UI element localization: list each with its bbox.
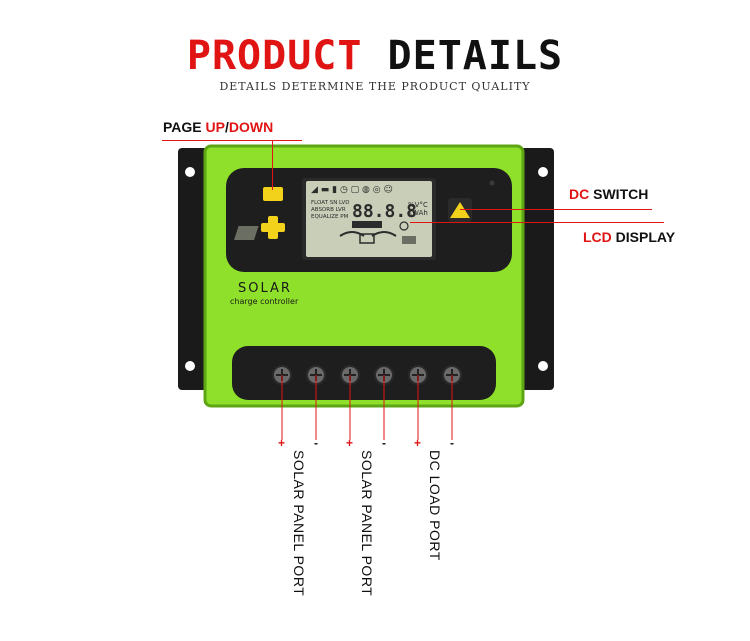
mount-tab-left [178,148,208,390]
port-label-dc-load: DC LOAD PORT [427,450,443,561]
indicator-led [489,180,495,186]
brand-logo: SOLAR [238,281,292,296]
lcd-status-2: ABSORB LVR [311,207,346,213]
lcd-units-1: %V°C [408,201,428,209]
callout-page-prefix: PAGE [163,119,206,135]
page-title: PRODUCT DETAILS [0,32,750,80]
mount-tab-right [520,148,554,390]
lcd-screen [306,181,432,257]
page-up-button [263,187,283,201]
device-body-shade [203,144,525,408]
callout-page-down: DOWN [228,119,274,135]
lcd-digits: 88.8.8 [352,201,417,222]
leader-page-updown-v [272,140,273,190]
terminal-sign-5: + [414,436,422,450]
terminal-sign-4: - [382,436,386,450]
title-red: PRODUCT [186,33,363,79]
mount-hole-br [538,361,548,371]
dc-switch-icon [450,202,470,218]
lcd-bulb-icon [399,221,409,231]
page-subtitle: DETAILS DETERMINE THE PRODUCT QUALITY [219,80,531,93]
lcd-status-1: FLOAT SN LVD [311,200,350,206]
callout-dc-switch: DC SWITCH [569,186,648,202]
callout-page-updown: PAGE UP/DOWN [163,119,273,135]
callout-page-up: UP [205,119,225,135]
callout-lcd-display-rest: DISPLAY [611,229,676,245]
lcd-solar-icon [234,226,259,240]
title-black: DETAILS [387,33,564,79]
terminal-leaders [281,375,453,440]
terminal-sign-6: - [450,436,454,450]
terminal-block [232,346,496,400]
page-down-button-v [268,216,278,239]
callout-page-sep: / [224,119,229,135]
lcd-status-3: EQUALIZE PM [311,214,349,220]
leader-dc-switch [460,209,652,210]
callout-dc-switch-hl: DC [569,186,590,202]
lcd-load-icon [402,236,416,244]
callout-lcd-display-hl: LCD [583,229,612,245]
brand-subtitle: charge controller [230,297,299,306]
terminal-sign-3: + [346,436,354,450]
callout-dc-switch-rest: SWITCH [589,186,649,202]
callout-lcd-display: LCD DISPLAY [583,229,675,245]
port-label-solar-1: SOLAR PANEL PORT [291,450,307,597]
port-label-solar-2: SOLAR PANEL PORT [359,450,375,597]
lcd-units-2: kWAh [408,209,428,217]
mount-hole-tl [185,167,195,177]
leader-page-updown-h [162,140,302,141]
lcd-battery-bar [352,221,382,228]
lcd-battery-icon [359,233,375,244]
mount-hole-bl [185,361,195,371]
lcd-icons: ◢ ▬ ▮ ◷ ▢ ◍ ◎ ☺ [311,184,393,195]
terminal-sign-2: - [314,436,318,450]
mount-hole-tr [538,167,548,177]
terminal-sign-1: + [278,436,286,450]
leader-lcd-display [410,222,664,223]
